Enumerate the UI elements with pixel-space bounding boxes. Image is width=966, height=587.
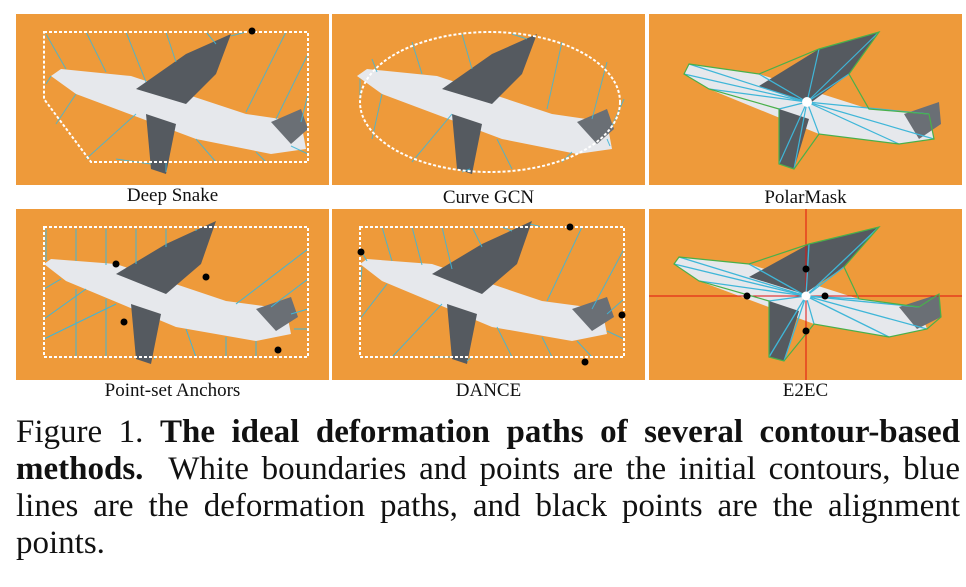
caption-point-set-anchors: Point-set Anchors xyxy=(104,380,241,401)
airplane xyxy=(357,34,614,174)
alignment-point xyxy=(112,260,120,268)
alignment-point xyxy=(802,327,810,335)
caption-deep-snake: Deep Snake xyxy=(126,185,219,206)
initial-point xyxy=(801,291,811,301)
figure-caption-text: White boundaries and points are the init… xyxy=(16,451,960,561)
panel-curve-gcn xyxy=(332,14,645,185)
point-set-anchors-figure xyxy=(16,209,329,380)
alignment-point xyxy=(248,27,256,35)
alignment-point xyxy=(357,248,365,256)
alignment-point xyxy=(743,292,751,300)
deformation-paths xyxy=(683,31,935,170)
caption-polarmask: PolarMask xyxy=(764,187,847,208)
alignment-point xyxy=(618,311,626,319)
airplane xyxy=(44,221,298,364)
airplane xyxy=(51,34,308,174)
deep-snake-figure xyxy=(16,14,329,185)
airplane xyxy=(360,221,614,364)
deformation-paths xyxy=(359,33,625,173)
caption-e2ec: E2EC xyxy=(782,380,829,401)
panel-point-set-anchors xyxy=(16,209,329,380)
caption-curve-gcn: Curve GCN xyxy=(442,187,535,208)
alignment-point xyxy=(821,292,829,300)
panel-e2ec xyxy=(649,209,962,380)
figure-caption: Figure 1. The ideal deformation paths of… xyxy=(16,414,960,562)
deformation-paths xyxy=(45,31,309,172)
e2ec-figure xyxy=(649,209,962,380)
panel-polarmask xyxy=(649,14,962,185)
alignment-point xyxy=(802,265,810,273)
caption-dance: DANCE xyxy=(455,380,522,401)
curve-gcn-figure xyxy=(332,14,645,185)
alignment-point xyxy=(202,273,210,281)
initial-point xyxy=(802,97,812,107)
deformation-paths xyxy=(673,226,928,362)
deformation-paths xyxy=(43,229,309,360)
figure-caption-title: The ideal deformation paths of several c… xyxy=(16,414,960,487)
alignment-point xyxy=(274,346,282,354)
alignment-point xyxy=(120,318,128,326)
dance-figure xyxy=(332,209,645,380)
polarmask-figure xyxy=(649,14,962,185)
alignment-point xyxy=(566,223,574,231)
alignment-point xyxy=(581,358,589,366)
panel-deep-snake xyxy=(16,14,329,185)
panel-dance xyxy=(332,209,645,380)
figure-caption-prefix: Figure 1. xyxy=(16,414,144,450)
